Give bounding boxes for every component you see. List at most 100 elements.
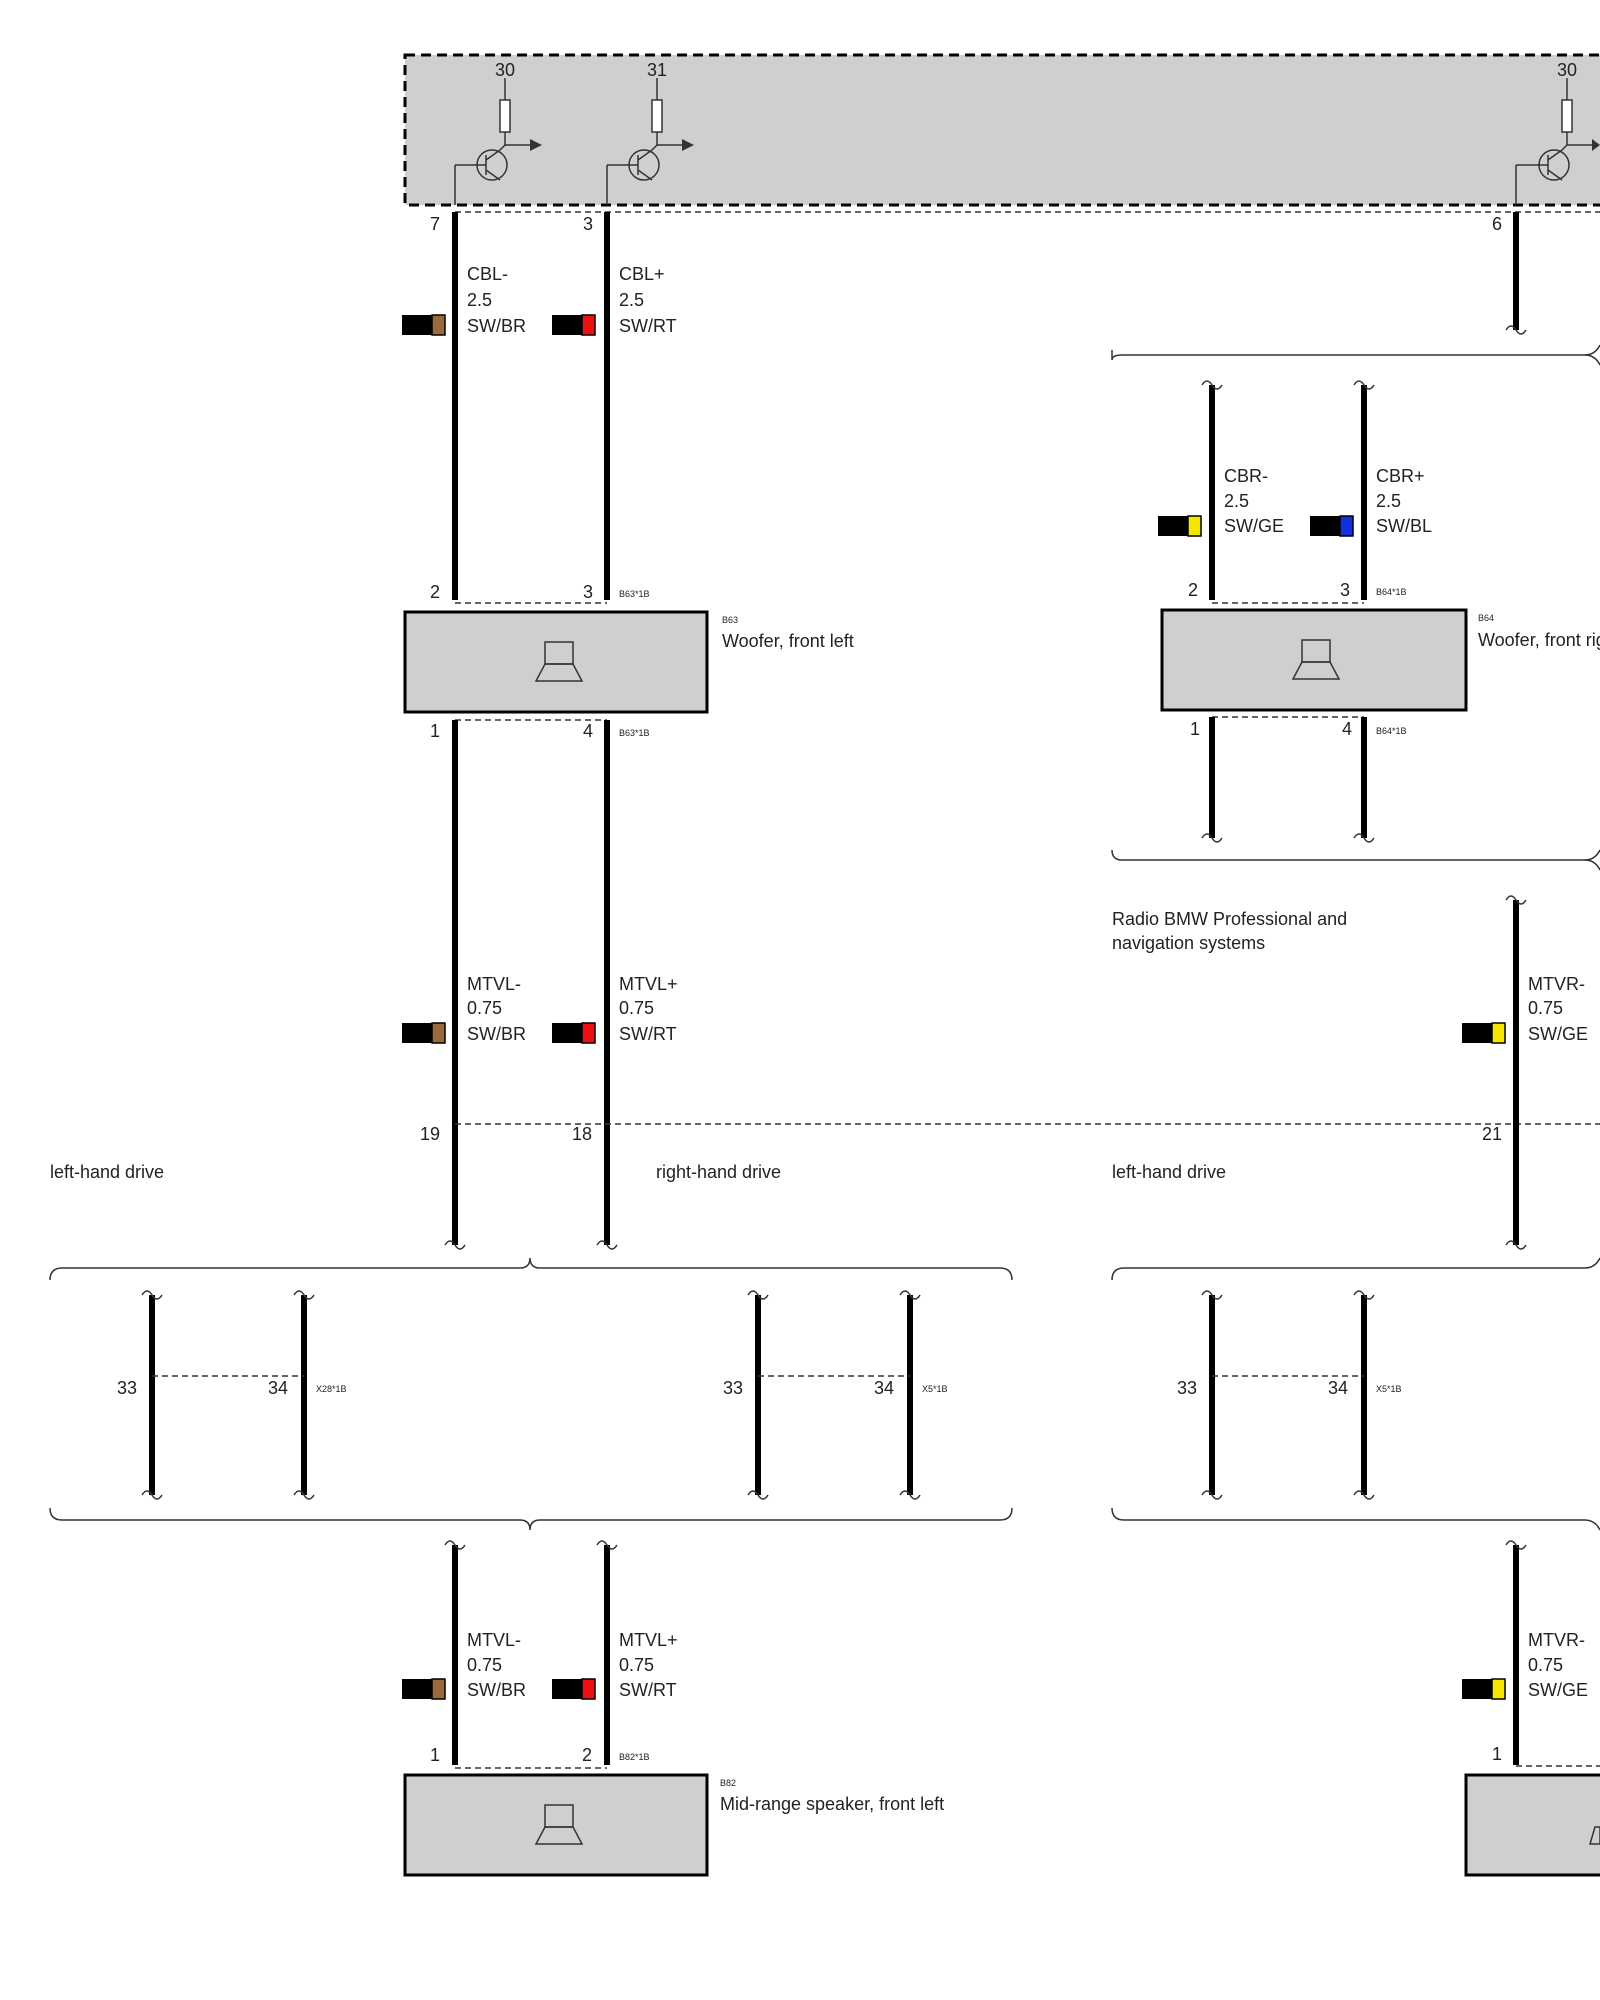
connector-x5-left: 33 34 X5*1B bbox=[723, 1290, 948, 1500]
variant-left-hand-drive-2: left-hand drive bbox=[1112, 1162, 1226, 1182]
b64-connector-bottom: B64*1B bbox=[1376, 726, 1407, 736]
svg-text:34: 34 bbox=[1328, 1378, 1348, 1398]
wire-label-cbr-plus: CBR+ 2.5 SW/BL bbox=[1310, 466, 1432, 537]
variant-left-hand-drive: left-hand drive bbox=[50, 1162, 164, 1182]
pin-6: 6 bbox=[1492, 214, 1502, 234]
b64-pin-2: 2 bbox=[1188, 580, 1198, 600]
wire-label-mtvr-minus-lower: MTVR- 0.75 SW/GE bbox=[1462, 1630, 1588, 1700]
svg-text:SW/RT: SW/RT bbox=[619, 1024, 677, 1044]
pin-3: 3 bbox=[583, 214, 593, 234]
svg-text:X5*1B: X5*1B bbox=[1376, 1384, 1402, 1394]
svg-text:0.75: 0.75 bbox=[619, 998, 654, 1018]
b63-pin-1: 1 bbox=[430, 721, 440, 741]
output-stage-3: 30 bbox=[1515, 60, 1600, 205]
svg-text:MTVL+: MTVL+ bbox=[619, 974, 678, 994]
b83-pin-1: 1 bbox=[1492, 1744, 1502, 1764]
svg-text:CBR-: CBR- bbox=[1224, 466, 1268, 486]
b63-connector-top: B63*1B bbox=[619, 589, 650, 599]
supply-label-31: 31 bbox=[647, 60, 667, 80]
b82-pin-1: 1 bbox=[430, 1745, 440, 1765]
svg-text:X28*1B: X28*1B bbox=[316, 1384, 347, 1394]
svg-text:SW/RT: SW/RT bbox=[619, 1680, 677, 1700]
pin-7: 7 bbox=[430, 214, 440, 234]
variant-right-hand-drive: right-hand drive bbox=[656, 1162, 781, 1182]
svg-text:0.75: 0.75 bbox=[619, 1655, 654, 1675]
svg-text:0.75: 0.75 bbox=[1528, 1655, 1563, 1675]
svg-text:SW/GE: SW/GE bbox=[1528, 1680, 1588, 1700]
wire-label-mtvl-minus-lower: MTVL- 0.75 SW/BR bbox=[402, 1630, 526, 1700]
bracket-cbr-top bbox=[1111, 344, 1600, 361]
color-swatch-red bbox=[581, 314, 596, 336]
speaker-icon bbox=[534, 1804, 584, 1845]
svg-text:2.5: 2.5 bbox=[1224, 491, 1249, 511]
svg-text:33: 33 bbox=[1177, 1378, 1197, 1398]
svg-text:X5*1B: X5*1B bbox=[922, 1384, 948, 1394]
svg-text:2.5: 2.5 bbox=[467, 290, 492, 310]
wire-label-cbl-minus: CBL- 2.5 SW/BR bbox=[402, 264, 526, 336]
svg-text:2.5: 2.5 bbox=[1376, 491, 1401, 511]
color-swatch-blue bbox=[1339, 515, 1354, 537]
svg-text:MTVL+: MTVL+ bbox=[619, 1630, 678, 1650]
svg-text:SW/BR: SW/BR bbox=[467, 1024, 526, 1044]
pin-21: 21 bbox=[1482, 1124, 1502, 1144]
svg-text:2.5: 2.5 bbox=[619, 290, 644, 310]
connector-x28: 33 34 X28*1B bbox=[117, 1290, 347, 1500]
svg-text:MTVR-: MTVR- bbox=[1528, 974, 1585, 994]
svg-text:0.75: 0.75 bbox=[467, 998, 502, 1018]
svg-text:SW/BL: SW/BL bbox=[1376, 516, 1432, 536]
svg-text:CBR+: CBR+ bbox=[1376, 466, 1425, 486]
b83-box-partial bbox=[1464, 1773, 1600, 1877]
b63-pin-3: 3 bbox=[583, 582, 593, 602]
svg-text:SW/GE: SW/GE bbox=[1224, 516, 1284, 536]
wire-label-cbr-minus: CBR- 2.5 SW/GE bbox=[1158, 466, 1284, 537]
b63-id: B63 bbox=[722, 615, 738, 625]
svg-text:33: 33 bbox=[117, 1378, 137, 1398]
speaker-icon bbox=[1291, 639, 1341, 680]
svg-text:CBL-: CBL- bbox=[467, 264, 508, 284]
pin-19: 19 bbox=[420, 1124, 440, 1144]
b63-box bbox=[403, 610, 709, 714]
wire-label-mtvl-plus-lower: MTVL+ 0.75 SW/RT bbox=[552, 1630, 678, 1700]
svg-text:MTVR-: MTVR- bbox=[1528, 1630, 1585, 1650]
b64-pin-4: 4 bbox=[1342, 719, 1352, 739]
wire-label-mtvr-minus-upper: MTVR- 0.75 SW/GE bbox=[1462, 974, 1588, 1044]
bracket-connector-bottom-right bbox=[1111, 1507, 1600, 1531]
radio-module-label-line2: navigation systems bbox=[1112, 933, 1265, 953]
b63-name: Woofer, front left bbox=[722, 631, 854, 651]
color-swatch-brown bbox=[431, 314, 446, 336]
speaker-icon bbox=[1588, 1826, 1600, 1845]
b64-pin-3: 3 bbox=[1340, 580, 1350, 600]
wire-label-mtvl-plus-upper: MTVL+ 0.75 SW/RT bbox=[552, 974, 678, 1044]
b82-connector: B82*1B bbox=[619, 1752, 650, 1762]
svg-text:SW/RT: SW/RT bbox=[619, 316, 677, 336]
b64-connector-top: B64*1B bbox=[1376, 587, 1407, 597]
svg-text:0.75: 0.75 bbox=[1528, 998, 1563, 1018]
svg-text:34: 34 bbox=[874, 1378, 894, 1398]
b64-id: B64 bbox=[1478, 613, 1494, 623]
svg-text:33: 33 bbox=[723, 1378, 743, 1398]
radio-module bbox=[403, 53, 1600, 207]
b64-name: Woofer, front right bbox=[1478, 630, 1600, 650]
svg-text:SW/BR: SW/BR bbox=[467, 1680, 526, 1700]
bracket-connector-top-left bbox=[49, 1257, 1013, 1281]
b82-pin-2: 2 bbox=[582, 1745, 592, 1765]
b64-box bbox=[1160, 608, 1468, 712]
svg-text:MTVL-: MTVL- bbox=[467, 974, 521, 994]
speaker-icon bbox=[534, 641, 584, 682]
b63-pin-4: 4 bbox=[583, 721, 593, 741]
b82-box bbox=[403, 1773, 709, 1877]
b82-id: B82 bbox=[720, 1778, 736, 1788]
connector-x5-right: 33 34 X5*1B bbox=[1177, 1290, 1402, 1500]
b63-pin-2: 2 bbox=[430, 582, 440, 602]
output-stage-1: 30 bbox=[454, 60, 542, 205]
supply-label-30-left: 30 bbox=[495, 60, 515, 80]
output-stage-2: 31 bbox=[606, 60, 694, 205]
svg-text:SW/GE: SW/GE bbox=[1528, 1024, 1588, 1044]
color-swatch-yellow bbox=[1187, 515, 1202, 537]
bracket-connector-bottom-left bbox=[49, 1507, 1013, 1531]
wire-label-cbl-plus: CBL+ 2.5 SW/RT bbox=[552, 264, 677, 336]
b64-pin-1: 1 bbox=[1190, 719, 1200, 739]
wire-label-mtvl-minus-upper: MTVL- 0.75 SW/BR bbox=[402, 974, 526, 1044]
supply-label-30-right: 30 bbox=[1557, 60, 1577, 80]
pin-18: 18 bbox=[572, 1124, 592, 1144]
